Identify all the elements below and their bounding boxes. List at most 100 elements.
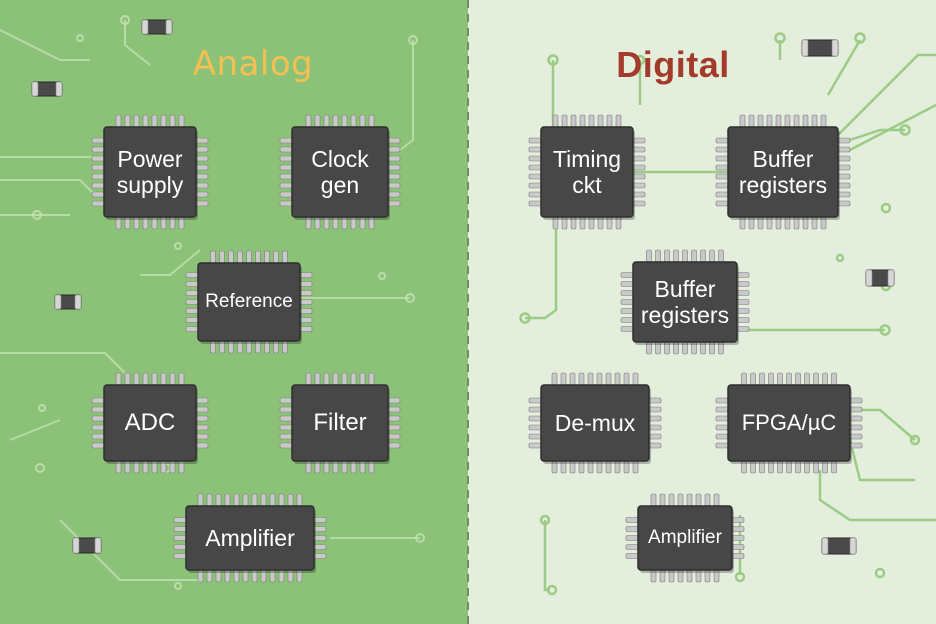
chip-pin — [528, 433, 542, 440]
chip-pin — [646, 249, 652, 263]
chip-pin — [91, 200, 105, 207]
chip-pin — [579, 114, 586, 128]
chip-pin — [341, 372, 348, 386]
chip-pin — [709, 249, 715, 263]
chip-pin — [91, 433, 105, 440]
chip-pin — [528, 200, 542, 207]
chip-pin — [151, 372, 158, 386]
chip-pin — [279, 155, 293, 162]
chip-pin — [578, 372, 585, 386]
chip-filter — [279, 372, 401, 474]
chip-pin — [269, 493, 276, 507]
chip-pin — [691, 249, 697, 263]
chip-pin — [715, 406, 729, 413]
chip-pin — [664, 249, 670, 263]
smd-resistor — [865, 269, 895, 287]
chip-pin — [185, 326, 199, 332]
chip-pin — [91, 155, 105, 162]
chip-pin — [115, 114, 122, 128]
chip-pin — [296, 493, 303, 507]
chip-pin — [623, 372, 630, 386]
chip-pin — [173, 544, 187, 550]
chip-pin — [777, 372, 783, 386]
chip-pin — [528, 406, 542, 413]
chip-pin — [210, 250, 216, 264]
chip-body — [291, 126, 389, 218]
chip-pin — [91, 164, 105, 171]
chip-pin — [124, 114, 131, 128]
chips-layer — [91, 114, 863, 583]
chip-pin — [91, 397, 105, 404]
chip-pin — [715, 433, 729, 440]
chip-pin — [279, 137, 293, 144]
chip-pin — [587, 372, 594, 386]
chip-pin — [620, 326, 634, 332]
chip-pin — [242, 493, 249, 507]
chip-pin — [715, 424, 729, 431]
chip-body — [540, 126, 634, 218]
chip-pin — [173, 526, 187, 532]
chip-pin — [91, 191, 105, 198]
chip-pin — [151, 114, 158, 128]
chip-pin — [695, 493, 702, 507]
chip-pin — [169, 114, 176, 128]
chip-pin — [597, 114, 604, 128]
chip-body — [291, 384, 389, 462]
chip-pin — [820, 114, 827, 128]
chip-pin — [224, 493, 231, 507]
chip-pin — [700, 249, 706, 263]
chip-pin — [528, 137, 542, 144]
chip-pin — [142, 372, 149, 386]
chip-pin — [185, 308, 199, 314]
chip-pin — [570, 114, 577, 128]
chip-pin — [528, 415, 542, 422]
smd-resistor — [31, 81, 63, 97]
smd-resistor — [821, 537, 857, 555]
chip-pin — [741, 372, 747, 386]
chip-pin — [368, 114, 375, 128]
chip-pin — [368, 372, 375, 386]
chip-body — [197, 262, 301, 342]
chip-pin — [793, 114, 800, 128]
chip-clock-gen — [279, 114, 401, 230]
chip-pin — [278, 493, 285, 507]
chip-pin — [804, 372, 810, 386]
chip-buffer-registers-mid — [620, 249, 750, 355]
chip-pin — [715, 155, 729, 162]
chip-body — [540, 384, 650, 462]
smd-resistor — [72, 537, 102, 554]
chip-pin — [620, 308, 634, 314]
chip-pin — [233, 493, 240, 507]
chip-pin — [91, 415, 105, 422]
chip-pin — [160, 372, 167, 386]
chip-pin — [715, 415, 729, 422]
chip-pin — [287, 493, 294, 507]
analog-traces — [0, 20, 420, 581]
chip-pin — [279, 182, 293, 189]
chip-pin — [91, 182, 105, 189]
chip-pin — [551, 372, 558, 386]
chip-pin — [831, 372, 837, 386]
chip-pin — [759, 372, 765, 386]
chip-pin — [115, 372, 122, 386]
chip-pin — [91, 146, 105, 153]
chip-pin — [305, 114, 312, 128]
chip-pin — [528, 424, 542, 431]
chip-pin — [673, 249, 679, 263]
chip-body — [727, 126, 839, 218]
chip-pin — [219, 250, 225, 264]
chip-pin — [715, 137, 729, 144]
chip-pin — [323, 114, 330, 128]
chip-pin — [606, 114, 613, 128]
chip-pin — [552, 114, 559, 128]
chip-pin — [332, 114, 339, 128]
chip-amplifier-digital — [625, 493, 745, 583]
chip-pin — [528, 173, 542, 180]
chip-pin — [185, 290, 199, 296]
chip-pin — [605, 372, 612, 386]
chip-pin — [739, 114, 746, 128]
chip-pin — [528, 155, 542, 162]
chip-pin — [528, 146, 542, 153]
chip-pin — [169, 372, 176, 386]
